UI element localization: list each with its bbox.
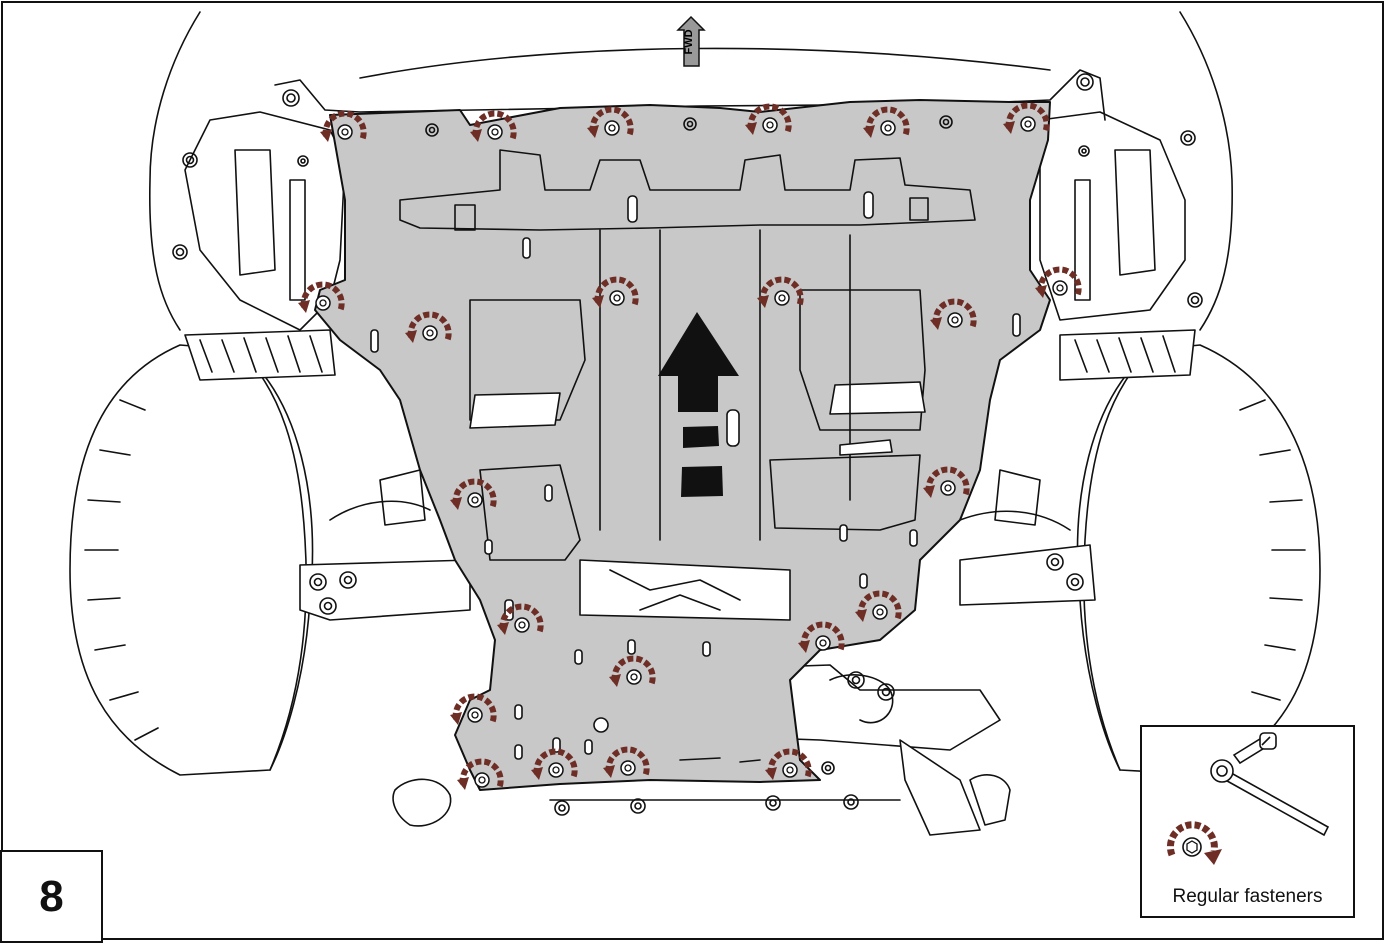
fastener-marker <box>863 106 910 138</box>
fastener-marker <box>923 466 970 498</box>
fwd-text: FWD <box>683 29 695 54</box>
fastener-marker <box>531 748 578 780</box>
ratchet-wrench-icon <box>1210 732 1330 837</box>
fastener-marker <box>457 758 504 790</box>
fastener-rotation-icon <box>1166 821 1222 865</box>
fastener-marker <box>765 748 812 780</box>
fastener-marker <box>320 110 367 142</box>
left-tire <box>69 329 336 776</box>
fastener-marker <box>587 106 634 138</box>
forward-arrow <box>658 312 739 497</box>
legend-box: Regular fasteners <box>1140 725 1355 918</box>
subframe <box>299 469 1096 621</box>
fastener-marker <box>470 110 517 142</box>
fastener-marker <box>757 276 804 308</box>
fastener-marker <box>592 276 639 308</box>
right-tire <box>1059 329 1321 776</box>
fastener-marker <box>1035 266 1082 298</box>
fastener-marker <box>855 590 902 622</box>
fastener-marker <box>798 621 845 653</box>
fastener-marker <box>298 281 345 313</box>
fastener-marker <box>603 746 650 778</box>
fastener-marker <box>930 298 977 330</box>
marked-fasteners <box>298 102 1082 790</box>
fastener-marker <box>450 693 497 725</box>
fastener-marker <box>450 478 497 510</box>
fastener-marker <box>1003 102 1050 134</box>
fastener-marker <box>497 603 544 635</box>
legend-label: Regular fasteners <box>1172 886 1323 907</box>
legend-graphics <box>1166 732 1330 865</box>
skid-plate <box>314 99 1051 791</box>
step-number-box: 8 <box>0 850 103 943</box>
unmarked-bolts <box>297 115 1090 167</box>
fwd-marker: FWD <box>676 15 706 67</box>
step-number: 8 <box>39 871 64 921</box>
fastener-marker <box>745 103 792 135</box>
fastener-marker <box>405 311 452 343</box>
fastener-marker <box>609 655 656 687</box>
